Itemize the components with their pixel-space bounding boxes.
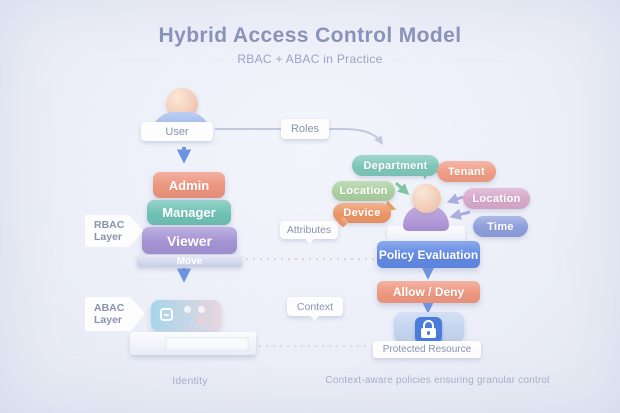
subject-person-icon bbox=[412, 184, 441, 213]
rbac-layer-tag: RBAC Layer bbox=[85, 215, 143, 247]
role-block-manager: Manager bbox=[147, 200, 231, 225]
context-aware-caption: Context-aware policies ensuring granular… bbox=[325, 375, 550, 386]
identity-caption: Identity bbox=[172, 375, 208, 387]
abac-tag-line2: Layer bbox=[94, 314, 123, 326]
rbac-tag-line2: Layer bbox=[94, 231, 123, 243]
role-block-admin: Admin bbox=[153, 172, 225, 198]
protected-resource-label: Protected Resource bbox=[373, 341, 481, 358]
attribute-pill-location-pink: Location bbox=[463, 188, 530, 209]
stack-base: Move bbox=[137, 255, 242, 267]
attribute-pill-time: Time bbox=[473, 216, 528, 237]
chip-dot-icon bbox=[198, 306, 205, 313]
abac-layer-tag: ABAC Layer bbox=[85, 297, 145, 331]
arrow-location-to-subject bbox=[394, 181, 410, 196]
arrow-locationpink-to-subject bbox=[446, 193, 464, 205]
rbac-tag-line1: RBAC bbox=[94, 218, 125, 231]
identity-platform bbox=[130, 332, 256, 355]
lock-icon bbox=[415, 317, 442, 343]
role-block-viewer: Viewer bbox=[142, 227, 237, 254]
embossed-plate bbox=[165, 337, 249, 351]
attribute-pill-location-green: Location bbox=[332, 181, 395, 201]
lock-shackle bbox=[423, 320, 434, 328]
chip-dot-icon bbox=[184, 306, 191, 313]
protected-resource-box bbox=[394, 312, 464, 343]
abac-attribute-chip-icon bbox=[151, 300, 221, 331]
attributes-label: Attributes bbox=[280, 221, 338, 239]
chip-dot-icon bbox=[198, 317, 205, 324]
page-title: Hybrid Access Control Model bbox=[158, 24, 462, 47]
chip-dot-icon bbox=[184, 317, 191, 324]
attribute-pill-tenant: Tenant bbox=[437, 161, 496, 182]
attribute-pill-device: Device bbox=[333, 203, 391, 223]
allow-deny-box: Allow / Deny bbox=[377, 281, 480, 303]
policy-evaluation-box: Policy Evaluation bbox=[377, 241, 480, 268]
context-label: Context bbox=[287, 297, 343, 316]
attribute-pill-department: Department bbox=[352, 155, 439, 176]
lock-body bbox=[421, 328, 436, 338]
roles-label: Roles bbox=[281, 119, 329, 139]
abac-tag-line1: ABAC bbox=[94, 301, 125, 314]
chip-calendar-icon bbox=[160, 308, 173, 321]
arrow-time-to-subject bbox=[449, 208, 471, 220]
user-label: User bbox=[141, 122, 213, 141]
page-subtitle: RBAC + ABAC in Practice bbox=[237, 52, 383, 66]
